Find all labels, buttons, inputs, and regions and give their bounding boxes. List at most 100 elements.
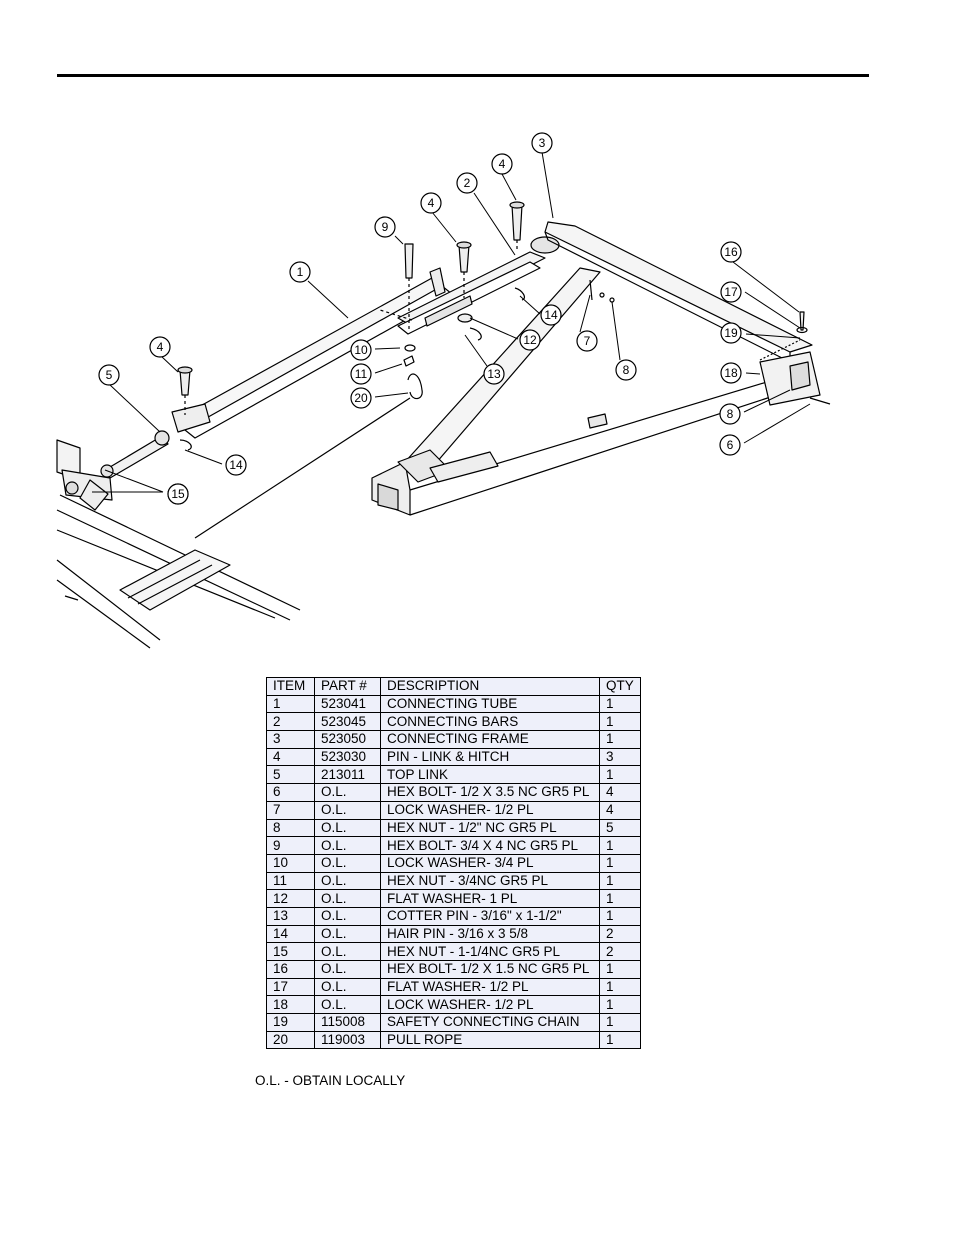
callout-7: 7 <box>576 330 598 352</box>
cell-part: O.L. <box>314 836 381 855</box>
callout-label: 8 <box>727 407 734 421</box>
cell-qty: 1 <box>599 960 641 979</box>
callout-3: 3 <box>531 132 553 154</box>
callout-label: 11 <box>355 367 368 381</box>
cell-part: O.L. <box>314 924 381 944</box>
callout-6: 6 <box>719 434 741 456</box>
callout-label: 4 <box>499 157 506 171</box>
cell-item: 1 <box>266 694 315 714</box>
cell-description: FLAT WASHER- 1/2 PL <box>380 977 600 997</box>
callout-label: 17 <box>724 285 738 299</box>
cell-description: HEX NUT - 1-1/4NC GR5 PL <box>380 942 600 961</box>
cell-part: O.L. <box>314 977 381 997</box>
cell-part: 523041 <box>314 694 381 714</box>
cell-item: 5 <box>266 765 315 785</box>
callout-12: 12 <box>519 329 541 351</box>
header-qty: QTY <box>599 677 641 696</box>
connecting-tube <box>171 267 453 439</box>
cell-description: HEX BOLT- 1/2 X 1.5 NC GR5 PL <box>380 960 600 979</box>
callout-group: 12344456788910111213141414151617181920 <box>98 132 742 505</box>
cell-qty: 1 <box>599 995 641 1015</box>
cell-qty: 3 <box>599 747 641 767</box>
callout-11: 11 <box>350 363 372 385</box>
callout-5: 5 <box>98 364 120 386</box>
header-description: DESCRIPTION <box>380 677 600 696</box>
callout-2: 2 <box>456 172 478 194</box>
cell-description: CONNECTING FRAME <box>380 730 600 749</box>
header-part: PART # <box>314 677 381 696</box>
cell-description: HEX BOLT- 3/4 X 4 NC GR5 PL <box>380 836 600 855</box>
header-item: ITEM <box>266 677 315 696</box>
callout-4: 4 <box>420 192 442 214</box>
callout-label: 4 <box>157 340 164 354</box>
cell-qty: 1 <box>599 853 641 873</box>
cell-qty: 1 <box>599 730 641 749</box>
cell-description: LOCK WASHER- 3/4 PL <box>380 853 600 873</box>
cell-item: 17 <box>266 977 315 997</box>
cell-item: 12 <box>266 889 315 908</box>
callout-10: 10 <box>350 339 372 361</box>
trailer-frame <box>56 439 301 649</box>
cell-description: HEX BOLT- 1/2 X 3.5 NC GR5 PL <box>380 783 600 802</box>
cell-part: 119003 <box>314 1030 381 1050</box>
connecting-frame <box>371 221 821 516</box>
callout-label: 7 <box>584 334 591 348</box>
callout-4: 4 <box>491 153 513 175</box>
callout-label: 14 <box>229 458 243 472</box>
cell-part: O.L. <box>314 853 381 873</box>
cell-part: O.L. <box>314 995 381 1015</box>
callout-label: 15 <box>171 487 185 501</box>
callout-label: 12 <box>523 333 537 347</box>
cell-qty: 1 <box>599 694 641 714</box>
callout-1: 1 <box>289 261 311 283</box>
callout-label: 8 <box>623 363 630 377</box>
cell-item: 16 <box>266 960 315 979</box>
callout-label: 10 <box>354 343 368 357</box>
cell-item: 20 <box>266 1030 315 1050</box>
callout-label: 18 <box>724 366 738 380</box>
callout-13: 13 <box>483 363 505 385</box>
cell-part: 213011 <box>314 765 381 785</box>
cell-part: 115008 <box>314 1013 381 1032</box>
cell-item: 10 <box>266 853 315 873</box>
cell-item: 19 <box>266 1013 315 1032</box>
cell-description: HAIR PIN - 3/16 x 3 5/8 <box>380 924 600 944</box>
callout-19: 19 <box>720 322 742 344</box>
callout-9: 9 <box>374 216 396 238</box>
cell-part: 523045 <box>314 712 381 732</box>
callout-label: 20 <box>354 391 368 405</box>
cell-item: 3 <box>266 730 315 749</box>
callout-20: 20 <box>350 387 372 409</box>
cell-description: TOP LINK <box>380 765 600 785</box>
callout-4: 4 <box>149 336 171 358</box>
callout-label: 13 <box>487 367 501 381</box>
cell-qty: 1 <box>599 1013 641 1032</box>
callout-8: 8 <box>615 359 637 381</box>
callout-label: 6 <box>727 438 734 452</box>
cell-description: HEX NUT - 1/2" NC GR5 PL <box>380 818 600 838</box>
cell-qty: 1 <box>599 906 641 926</box>
connecting-bars <box>397 236 560 335</box>
cell-item: 8 <box>266 818 315 838</box>
cell-description: HEX NUT - 3/4NC GR5 PL <box>380 871 600 891</box>
cell-part: O.L. <box>314 942 381 961</box>
cell-description: COTTER PIN - 3/16" x 1-1/2" <box>380 906 600 926</box>
cell-description: FLAT WASHER- 1 PL <box>380 889 600 908</box>
cell-item: 6 <box>266 783 315 802</box>
callout-label: 19 <box>724 326 738 340</box>
cell-item: 11 <box>266 871 315 891</box>
header-rule <box>57 74 869 77</box>
cell-part: O.L. <box>314 783 381 802</box>
callout-label: 1 <box>297 265 304 279</box>
callout-16: 16 <box>720 241 742 263</box>
cell-description: LOCK WASHER- 1/2 PL <box>380 800 600 820</box>
